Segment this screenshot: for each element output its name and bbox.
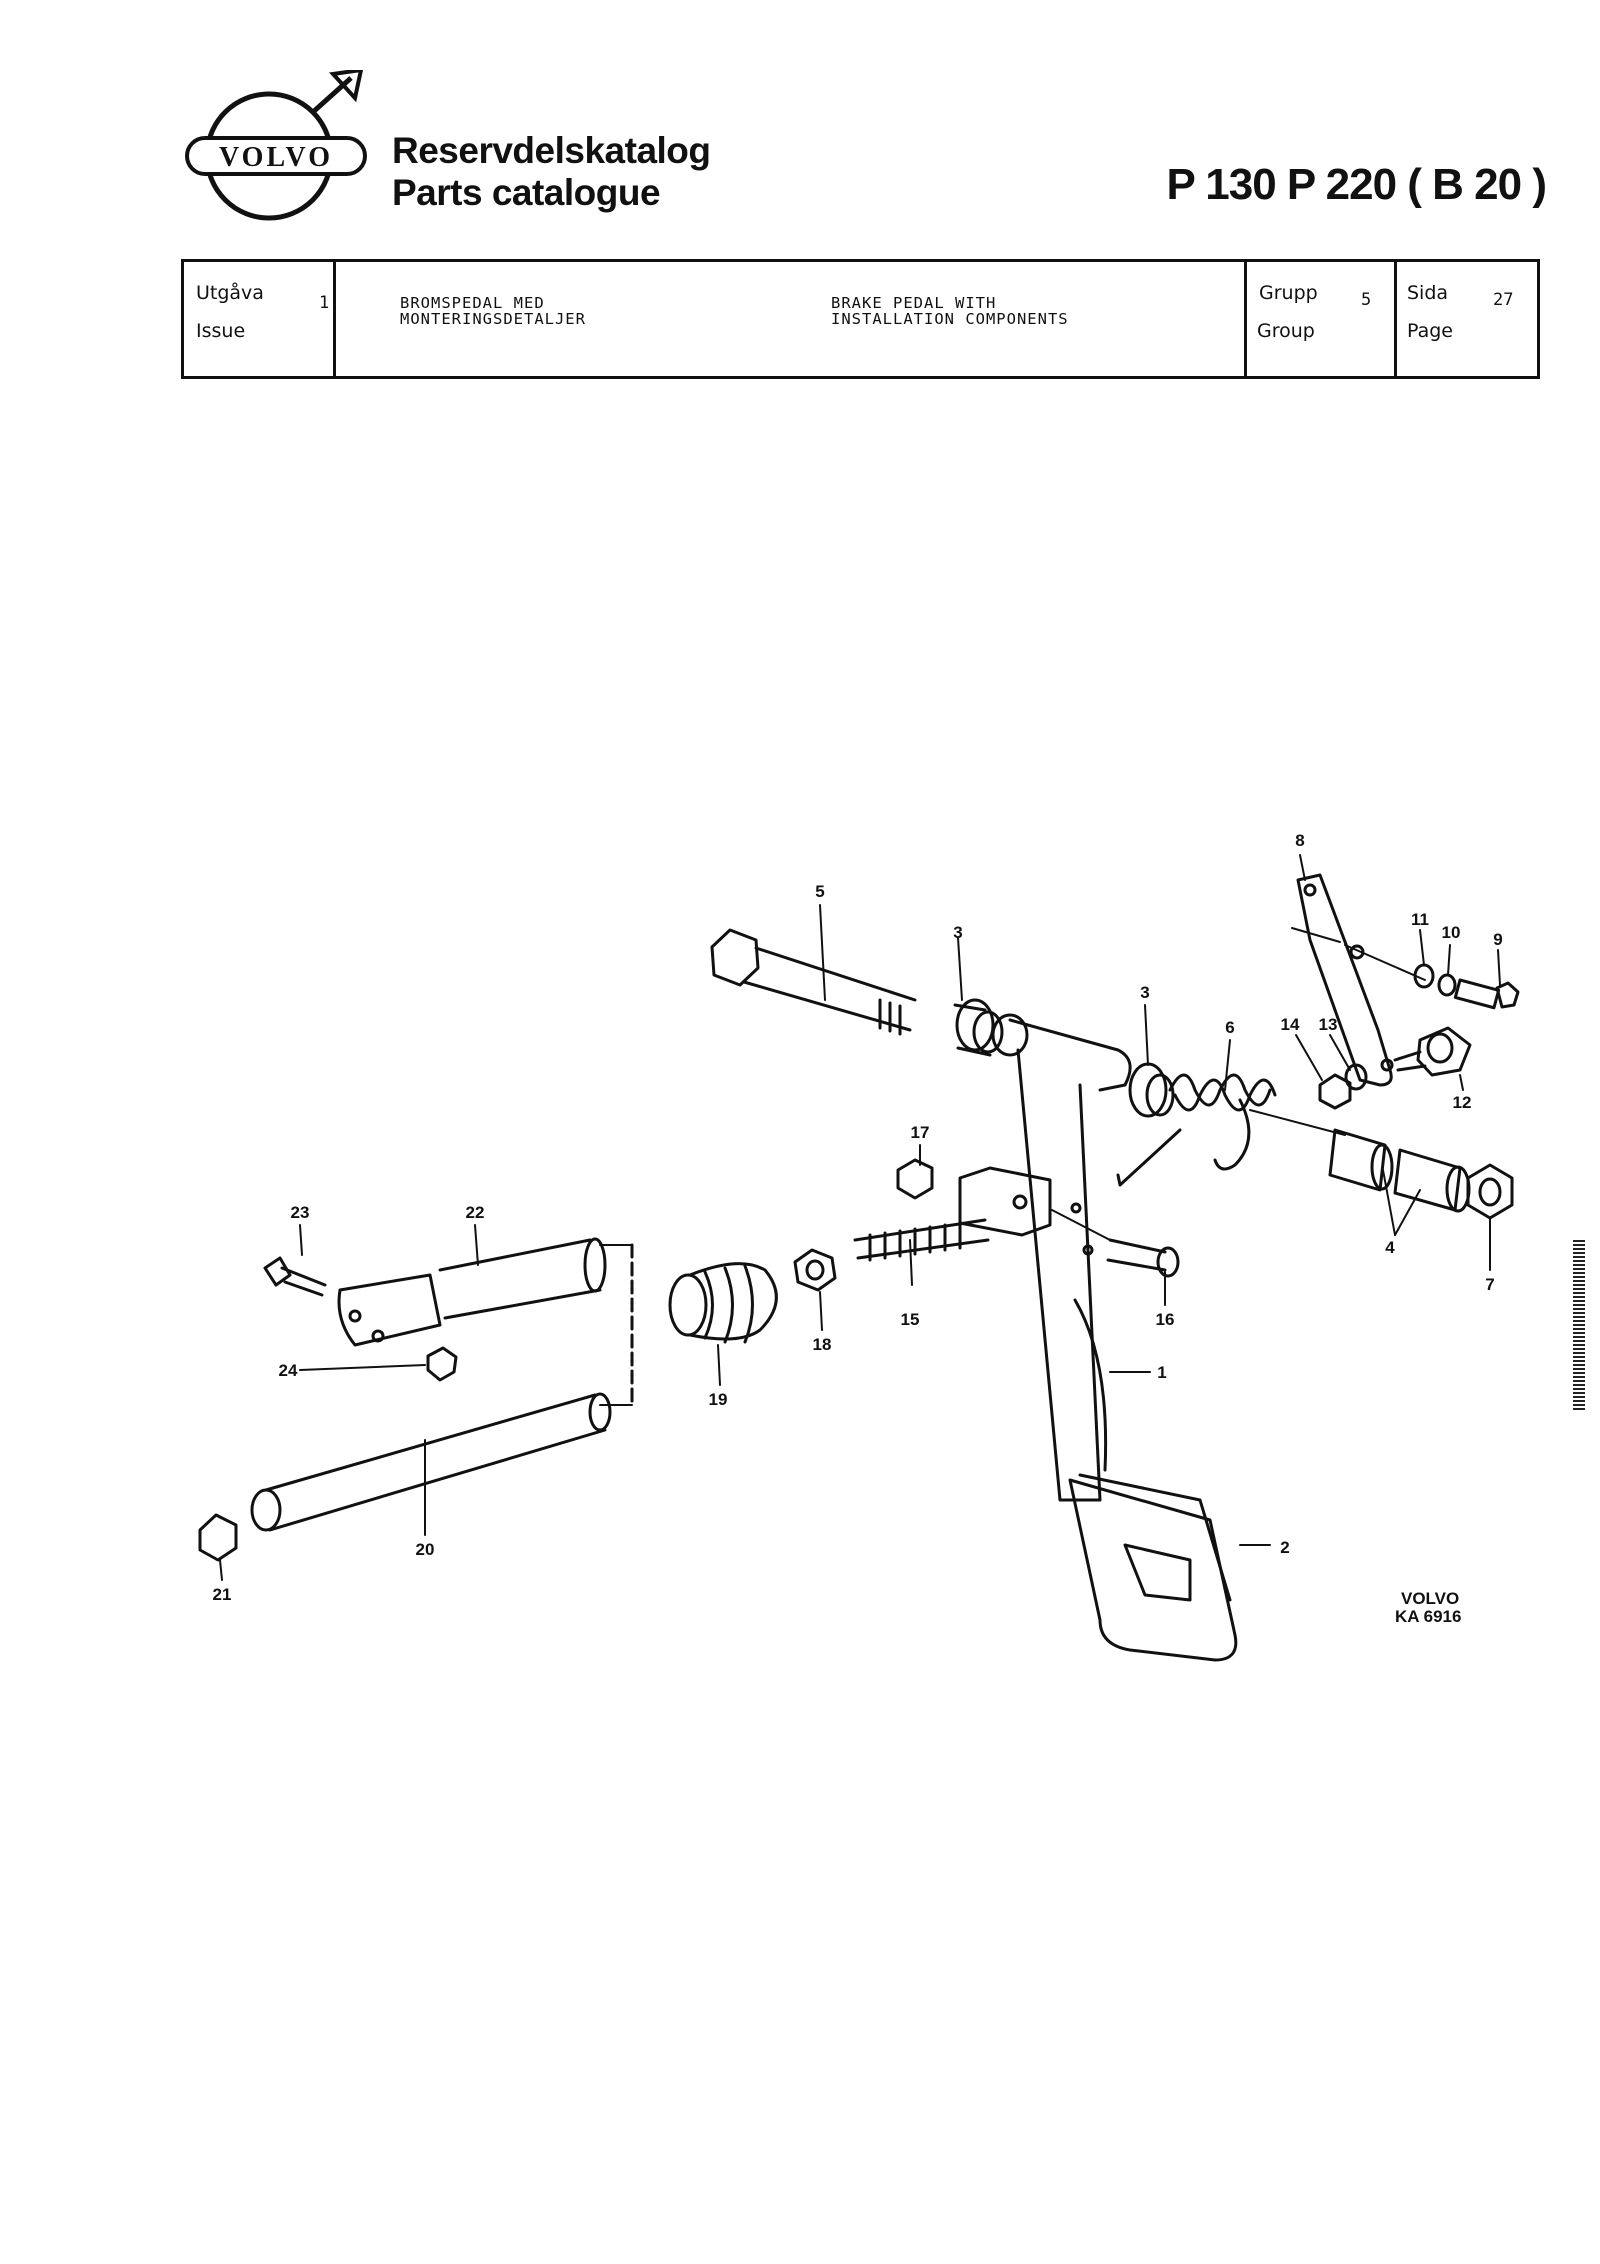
callout-20: 20 <box>416 1540 435 1559</box>
screw-set <box>1413 963 1520 1010</box>
logo-text: VOLVO <box>219 142 333 173</box>
reference-code: KA 6916 <box>1395 1607 1462 1626</box>
description-cell: BROMSPEDAL MED MONTERINGSDETALJER BRAKE … <box>336 262 1247 376</box>
catalog-title: Reservdelskatalog Parts catalogue <box>392 130 711 214</box>
group-label-sv: Grupp <box>1259 282 1318 304</box>
model-designations: P 130 P 220 ( B 20 ) <box>1166 160 1547 209</box>
page-edge-mark <box>1573 1240 1585 1410</box>
callout-17: 17 <box>911 1123 930 1142</box>
callout-13: 13 <box>1319 1015 1338 1034</box>
callout-24: 24 <box>279 1361 298 1380</box>
info-table: Utgåva Issue 1 BROMSPEDAL MED MONTERINGS… <box>181 259 1540 379</box>
callout-5: 5 <box>815 882 824 901</box>
pedal-arm <box>991 1013 1132 1502</box>
issue-label-en: Issue <box>196 320 246 342</box>
rubber-boot <box>668 1262 778 1344</box>
callout-8: 8 <box>1295 831 1304 850</box>
volvo-logo: VOLVO <box>185 70 367 221</box>
callout-15: 15 <box>901 1310 920 1329</box>
callout-9: 9 <box>1493 930 1502 949</box>
locknut <box>793 1248 837 1292</box>
drawing-reference: VOLVO KA 6916 <box>1395 1590 1461 1626</box>
title-sv: Reservdelskatalog <box>392 130 711 171</box>
callout-16: 16 <box>1156 1310 1175 1329</box>
callout-1: 1 <box>1157 1363 1166 1382</box>
callout-4: 4 <box>1385 1238 1395 1257</box>
description-en: BRAKE PEDAL WITH INSTALLATION COMPONENTS <box>831 295 1069 327</box>
group-value: 5 <box>1361 290 1372 310</box>
callout-6: 6 <box>1225 1018 1234 1037</box>
callout-3-left: 3 <box>953 923 962 942</box>
clevis-link <box>263 1237 607 1382</box>
title-en: Parts catalogue <box>392 172 661 213</box>
callout-22: 22 <box>466 1203 485 1222</box>
bushing-left <box>953 998 1004 1057</box>
description-sv-line-2: MONTERINGSDETALJER <box>400 310 586 328</box>
description-sv: BROMSPEDAL MED MONTERINGSDETALJER <box>400 295 586 327</box>
callout-2: 2 <box>1280 1538 1289 1557</box>
page-label-en: Page <box>1407 320 1453 342</box>
callout-12: 12 <box>1453 1093 1472 1112</box>
reference-brand: VOLVO <box>1401 1589 1460 1608</box>
callout-23: 23 <box>291 1203 310 1222</box>
description-sv-line-1: BROMSPEDAL MED <box>400 294 545 312</box>
return-spring <box>1116 1073 1277 1187</box>
page-cell: Sida Page 27 <box>1397 262 1537 376</box>
description-en-line-1: BRAKE PEDAL WITH <box>831 294 997 312</box>
sleeves <box>1328 1128 1514 1220</box>
issue-cell: Utgåva Issue 1 <box>184 262 336 376</box>
group-label-en: Group <box>1257 320 1315 342</box>
issue-value: 1 <box>319 293 330 313</box>
cross-shaft <box>198 1392 612 1562</box>
nut-and-washer <box>1318 1063 1368 1110</box>
callout-10: 10 <box>1442 923 1461 942</box>
pivot-bolt <box>710 928 917 1036</box>
pedal-pad <box>1068 1473 1238 1662</box>
callout-21: 21 <box>213 1585 232 1604</box>
callout-14: 14 <box>1281 1015 1300 1034</box>
callout-3-right: 3 <box>1140 983 1149 1002</box>
bracket <box>1291 873 1426 1087</box>
callout-11: 11 <box>1411 910 1429 929</box>
issue-label-sv: Utgåva <box>196 282 264 304</box>
description-en-line-2: INSTALLATION COMPONENTS <box>831 310 1069 328</box>
page-value: 27 <box>1493 290 1514 310</box>
brake-light-switch <box>1393 1026 1472 1077</box>
page-label-sv: Sida <box>1407 282 1449 304</box>
bushing-right <box>1128 1062 1175 1118</box>
callout-7: 7 <box>1485 1275 1494 1294</box>
group-cell: Grupp Group 5 <box>1247 262 1397 376</box>
callout-19: 19 <box>709 1390 728 1409</box>
push-rod <box>853 1158 1180 1278</box>
callout-18: 18 <box>813 1335 832 1354</box>
